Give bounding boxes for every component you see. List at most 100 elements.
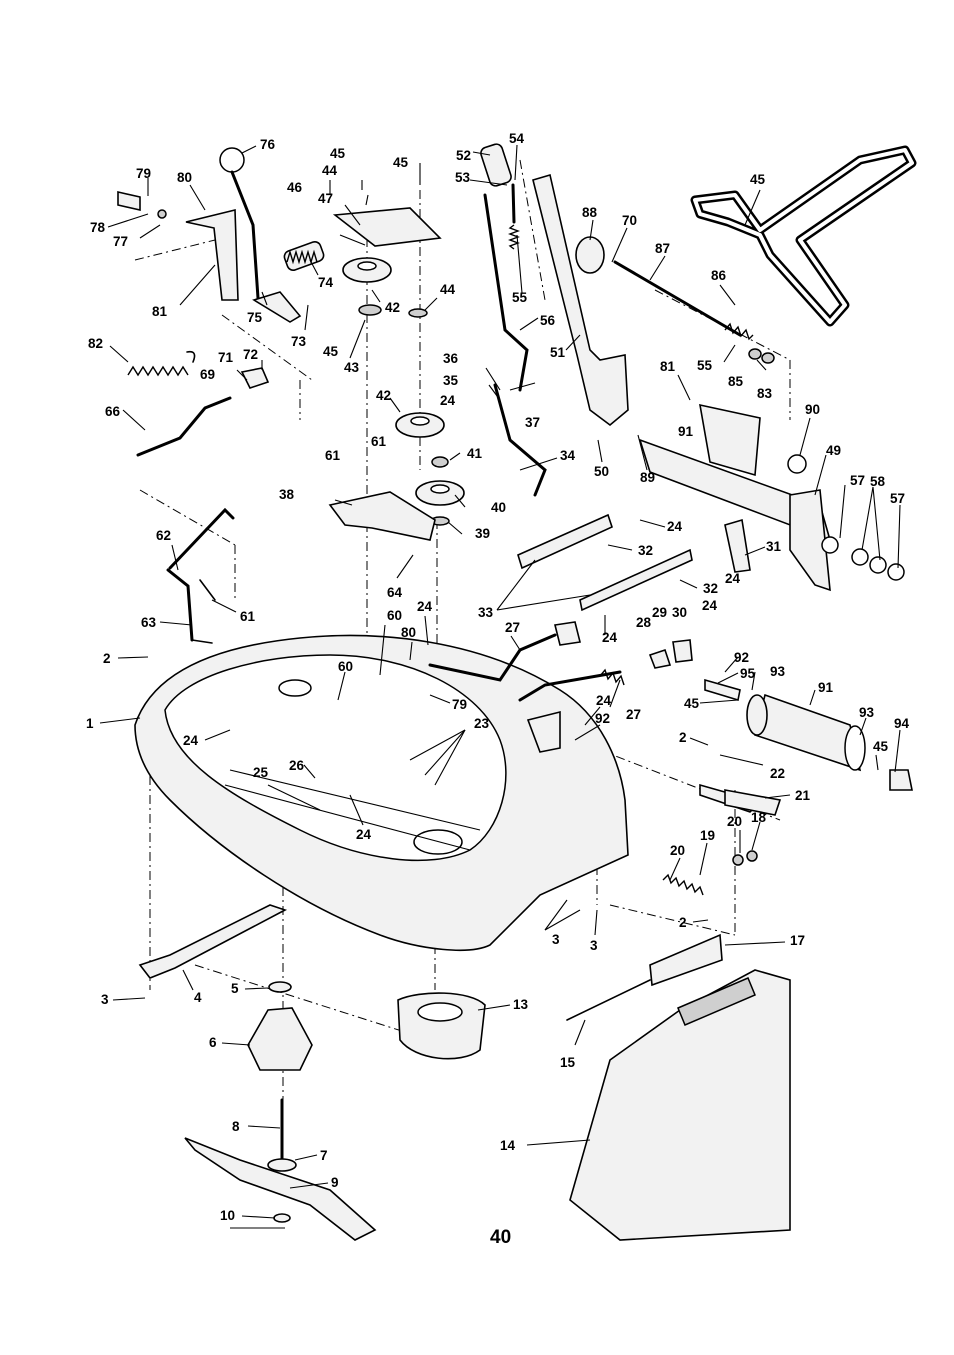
callout-29: 29 [652, 605, 667, 620]
callout-23: 23 [474, 716, 490, 731]
callout-79: 79 [452, 697, 467, 712]
callout-93a: 93 [770, 664, 786, 679]
callout-51: 51 [550, 345, 566, 360]
callout-45a: 45 [323, 344, 339, 359]
callout-13: 13 [513, 997, 529, 1012]
callout-41: 41 [467, 446, 483, 461]
lift-links [517, 513, 905, 612]
callout-4: 4 [194, 990, 202, 1005]
lift-spring-and-rod [127, 350, 270, 457]
callout-77: 81 [152, 304, 168, 319]
callout-39: 39 [475, 526, 490, 541]
callout-24a: 24 [440, 393, 456, 408]
callout-61b: 61 [325, 448, 341, 463]
callout-26: 26 [289, 758, 305, 773]
callout-55b: 55 [697, 358, 713, 373]
callout-82: 83 [757, 386, 773, 401]
callout-65: 66 [105, 404, 121, 419]
callout-42b: 42 [376, 388, 391, 403]
callout-24c: 24 [725, 571, 741, 586]
callout-57a: 57 [850, 473, 865, 488]
lift-lever-assembly [117, 147, 325, 323]
callout-24f: 24 [417, 599, 433, 614]
callout-28: 28 [636, 615, 652, 630]
callout-45b: 45 [330, 146, 346, 161]
callout-75: 79 [136, 166, 151, 181]
callout-48: 47 [318, 191, 333, 206]
callout-32b: 32 [703, 581, 718, 596]
callout-81: 81 [660, 359, 676, 374]
callout-91: 91 [818, 680, 834, 695]
callout-37: 37 [525, 415, 540, 430]
callout-35: 35 [443, 373, 459, 388]
callout-42a: 42 [385, 300, 400, 315]
callout-15: 15 [560, 1055, 576, 1070]
callout-5: 5 [231, 981, 239, 996]
callout-69: 73 [291, 334, 307, 349]
callout-71: 75 [247, 310, 263, 325]
deck-mounting-plate [328, 207, 442, 541]
callout-57b: 57 [890, 491, 905, 506]
callout-54: 54 [509, 131, 525, 146]
callout-14: 14 [500, 1138, 516, 1153]
callout-49: 49 [826, 443, 841, 458]
callout-78: 82 [88, 336, 103, 351]
callout-1: 1 [86, 716, 94, 731]
callout-24g: 24 [183, 733, 199, 748]
deck-hanger-rods [166, 507, 235, 644]
callout-24d: 24 [602, 630, 618, 645]
callout-44b: 44 [440, 282, 456, 297]
callout-92a: 92 [595, 711, 610, 726]
callout-6: 6 [209, 1035, 217, 1050]
callout-94: 94 [894, 716, 910, 731]
callout-34: 34 [560, 448, 576, 463]
callout-24b: 24 [667, 519, 683, 534]
callout-36: 36 [443, 351, 459, 366]
callout-43: 43 [344, 360, 360, 375]
drive-belt [690, 145, 917, 327]
callout-2b: 2 [679, 730, 687, 745]
callout-3c: 3 [101, 992, 109, 1007]
callout-89: 90 [805, 402, 820, 417]
callout-labels: 76 79 80 78 77 81 75 74 73 45 45 44 47 4… [86, 131, 910, 1223]
callout-25: 25 [253, 765, 269, 780]
callout-67: 71 [218, 350, 234, 365]
callout-16: 17 [790, 933, 805, 948]
blade-spindle-assembly [138, 904, 486, 1241]
callout-73: 77 [113, 234, 128, 249]
chute-hinge-parts [566, 850, 758, 1021]
leader-lines [99, 144, 901, 1229]
callout-85: 86 [711, 268, 727, 283]
callout-80: 80 [401, 625, 416, 640]
callout-53: 53 [455, 170, 471, 185]
callout-18: 19 [700, 828, 715, 843]
callout-3a: 3 [552, 932, 560, 947]
callout-55a: 55 [512, 290, 528, 305]
deck-rod-and-adjuster [428, 621, 693, 753]
callout-17: 18 [751, 810, 767, 825]
callout-7: 7 [320, 1148, 328, 1163]
callout-38: 38 [279, 487, 295, 502]
callout-31: 31 [766, 539, 782, 554]
callout-92b: 92 [734, 650, 749, 665]
callout-88: 89 [640, 470, 655, 485]
callout-68: 72 [243, 347, 258, 362]
callout-76: 80 [177, 170, 192, 185]
callout-47: 46 [287, 180, 303, 195]
discharge-chute [569, 969, 791, 1241]
callout-63: 62 [156, 528, 171, 543]
callout-27b: 27 [626, 707, 641, 722]
callout-2c: 2 [679, 915, 687, 930]
callout-95: 95 [740, 666, 756, 681]
callout-50: 50 [594, 464, 609, 479]
callout-27a: 27 [505, 620, 520, 635]
callout-9: 9 [331, 1175, 339, 1190]
callout-72: 76 [260, 137, 276, 152]
idler-pulleys [342, 257, 465, 526]
callout-2a: 2 [103, 651, 111, 666]
callout-45d: 45 [684, 696, 700, 711]
callout-45c: 45 [393, 155, 409, 170]
mower-deck [134, 634, 629, 951]
